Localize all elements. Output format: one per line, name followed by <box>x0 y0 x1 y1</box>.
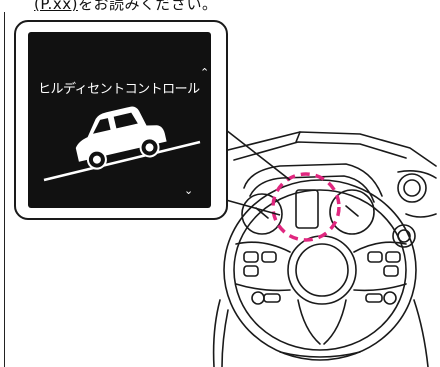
car-on-slope-icon <box>43 106 201 182</box>
display-title: ヒルディセントコントロール <box>38 82 200 97</box>
manual-reference-text: (P.xx)をお読みください。 <box>34 0 217 14</box>
highlight-circle <box>271 172 341 242</box>
chevron-down-icon: ⌄ <box>184 184 194 197</box>
chevron-up-icon: ⌃ <box>200 66 210 79</box>
multi-info-display: ⌃ ヒルディセントコントロール ⌄ <box>28 32 211 208</box>
page-reference: (P.xx) <box>34 0 78 13</box>
page-margin-line <box>4 12 5 367</box>
reference-suffix: をお読みください。 <box>77 0 218 13</box>
